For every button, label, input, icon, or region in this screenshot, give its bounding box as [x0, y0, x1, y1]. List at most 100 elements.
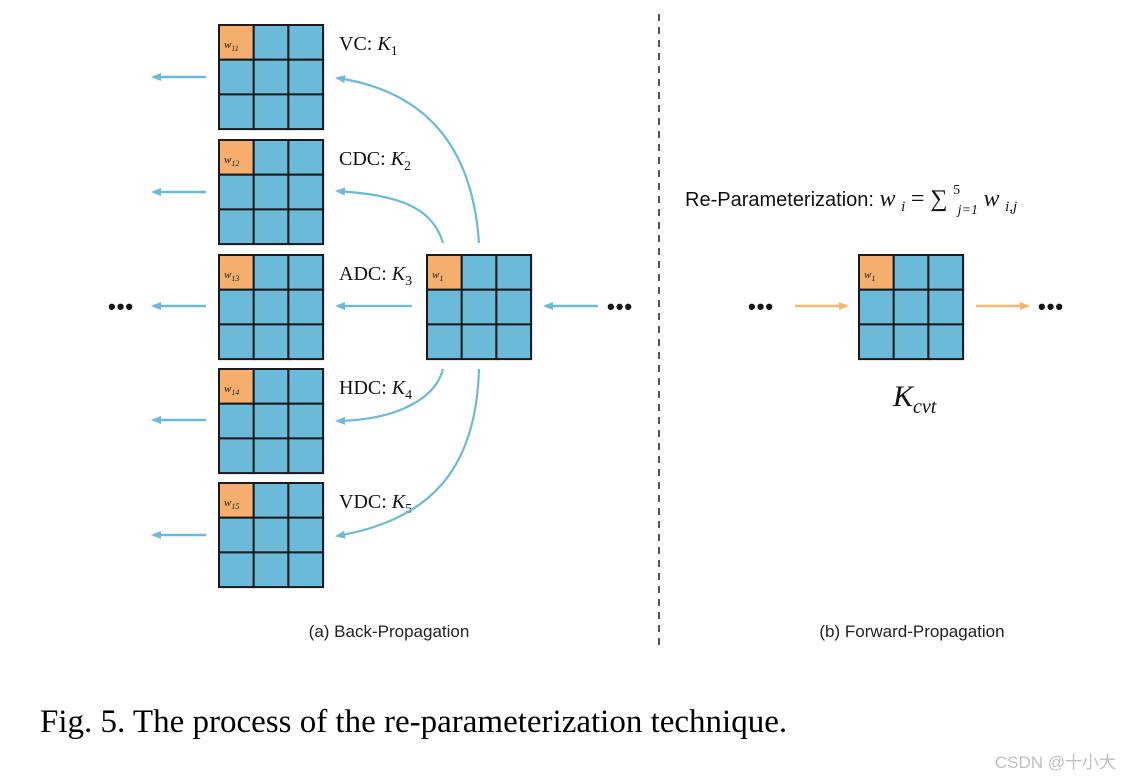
kernel-adc-weight: w13 [224, 269, 239, 283]
weight-cell [287, 437, 325, 475]
weight-cell [252, 208, 290, 246]
kernel-vc-label: VC: K1 [339, 33, 398, 59]
weight-cell [858, 323, 895, 361]
kernel-grid [218, 24, 325, 131]
kernel-vc: w11 VC: K1 [218, 24, 398, 131]
weight-cell [252, 58, 290, 96]
weight-cell [287, 402, 325, 440]
weight-cell [252, 288, 290, 326]
arrow-to-hdc [335, 368, 445, 425]
right-ellipsis: ••• [607, 294, 633, 319]
converted-kernel: w1 [858, 254, 965, 361]
weight-cell [218, 58, 255, 96]
weight-cell [287, 208, 325, 246]
weight-cell [927, 254, 965, 291]
kernel-grid [218, 254, 325, 361]
weight-cell-highlight [858, 254, 895, 291]
weight-cell [287, 93, 325, 131]
weight-cell [252, 93, 290, 131]
weight-cell [858, 288, 895, 326]
center-kernel: w1 [426, 254, 533, 361]
weight-cell [892, 254, 930, 291]
weight-cell [218, 173, 255, 211]
weight-cell [287, 24, 325, 61]
kernel-grid [218, 368, 325, 475]
kernel-adc-label: ADC: K3 [339, 263, 412, 289]
kernel-hdc: w14 HDC: K4 [218, 368, 412, 475]
weight-cell [252, 254, 290, 291]
weight-cell [218, 288, 255, 326]
center-kernel-weight: w1 [432, 269, 443, 283]
caption-forward-propagation: (b) Forward-Propagation [819, 622, 1004, 641]
weight-cell [927, 288, 965, 326]
weight-cell [495, 323, 533, 361]
weight-cell [426, 323, 463, 361]
weight-cell [460, 288, 498, 326]
weight-cell [252, 402, 290, 440]
weight-cell [252, 437, 290, 475]
weight-cell [218, 208, 255, 246]
weight-cell [252, 482, 290, 519]
kernel-grid [218, 482, 325, 589]
weight-cell [287, 516, 325, 554]
reparam-formula: Re-Parameterization: w i = ∑ 5 j=1 w i,j [685, 177, 1017, 219]
weight-cell [287, 173, 325, 211]
weight-cell [252, 24, 290, 61]
arrow-to-cdc [335, 187, 445, 244]
kernel-hdc-weight: w14 [224, 383, 239, 397]
weight-cell [218, 437, 255, 475]
caption-back-propagation: (a) Back-Propagation [309, 622, 470, 641]
weight-cell [218, 323, 255, 361]
converted-kernel-weight: w1 [864, 269, 875, 283]
kernel-cdc-weight: w12 [224, 154, 239, 168]
weight-cell [495, 254, 533, 291]
weight-cell [287, 368, 325, 405]
watermark: CSDN @十小大 [995, 753, 1116, 772]
weight-cell-highlight [218, 368, 255, 405]
kernel-cvt-label: Kcvt [892, 380, 937, 418]
kernel-vdc: w15 VDC: K5 [218, 482, 412, 589]
arrow-to-vc [335, 75, 481, 244]
weight-cell [287, 323, 325, 361]
weight-cell [287, 58, 325, 96]
weight-cell [252, 173, 290, 211]
weight-cell [460, 323, 498, 361]
kernel-grid [218, 139, 325, 246]
weight-cell [287, 254, 325, 291]
weight-cell [892, 288, 930, 326]
weight-cell [218, 402, 255, 440]
forward-right-ellipsis: ••• [1038, 294, 1064, 319]
kernel-cdc: w12 CDC: K2 [218, 139, 411, 246]
weight-cell [218, 516, 255, 554]
gradient-arrows [335, 75, 481, 539]
kernel-vdc-label: VDC: K5 [339, 491, 412, 517]
weight-cell [287, 288, 325, 326]
stack-output-arrows [151, 73, 206, 539]
arrow-to-vdc [335, 368, 481, 539]
weight-cell [495, 288, 533, 326]
weight-cell [252, 323, 290, 361]
weight-cell [927, 323, 965, 361]
forward-left-ellipsis: ••• [748, 294, 774, 319]
weight-cell [252, 139, 290, 176]
weight-cell [287, 139, 325, 176]
weight-cell [460, 254, 498, 291]
weight-cell [252, 368, 290, 405]
weight-cell [287, 482, 325, 519]
weight-cell [218, 93, 255, 131]
weight-cell [287, 551, 325, 589]
figure-caption: Fig. 5. The process of the re-parameteri… [40, 704, 787, 740]
kernel-vc-weight: w11 [224, 39, 239, 53]
weight-cell [218, 551, 255, 589]
weight-cell [892, 323, 930, 361]
kernel-hdc-label: HDC: K4 [339, 377, 412, 403]
weight-cell [252, 516, 290, 554]
kernel-grid [426, 254, 533, 361]
weight-cell [426, 288, 463, 326]
kernel-stack: w11 VC: K1 w12 CDC: K2 w13 ADC: K3 w14 H… [218, 24, 412, 589]
kernel-cdc-label: CDC: K2 [339, 148, 411, 174]
kernel-vdc-weight: w15 [224, 497, 239, 511]
kernel-adc: w13 ADC: K3 [218, 254, 412, 361]
weight-cell [252, 551, 290, 589]
